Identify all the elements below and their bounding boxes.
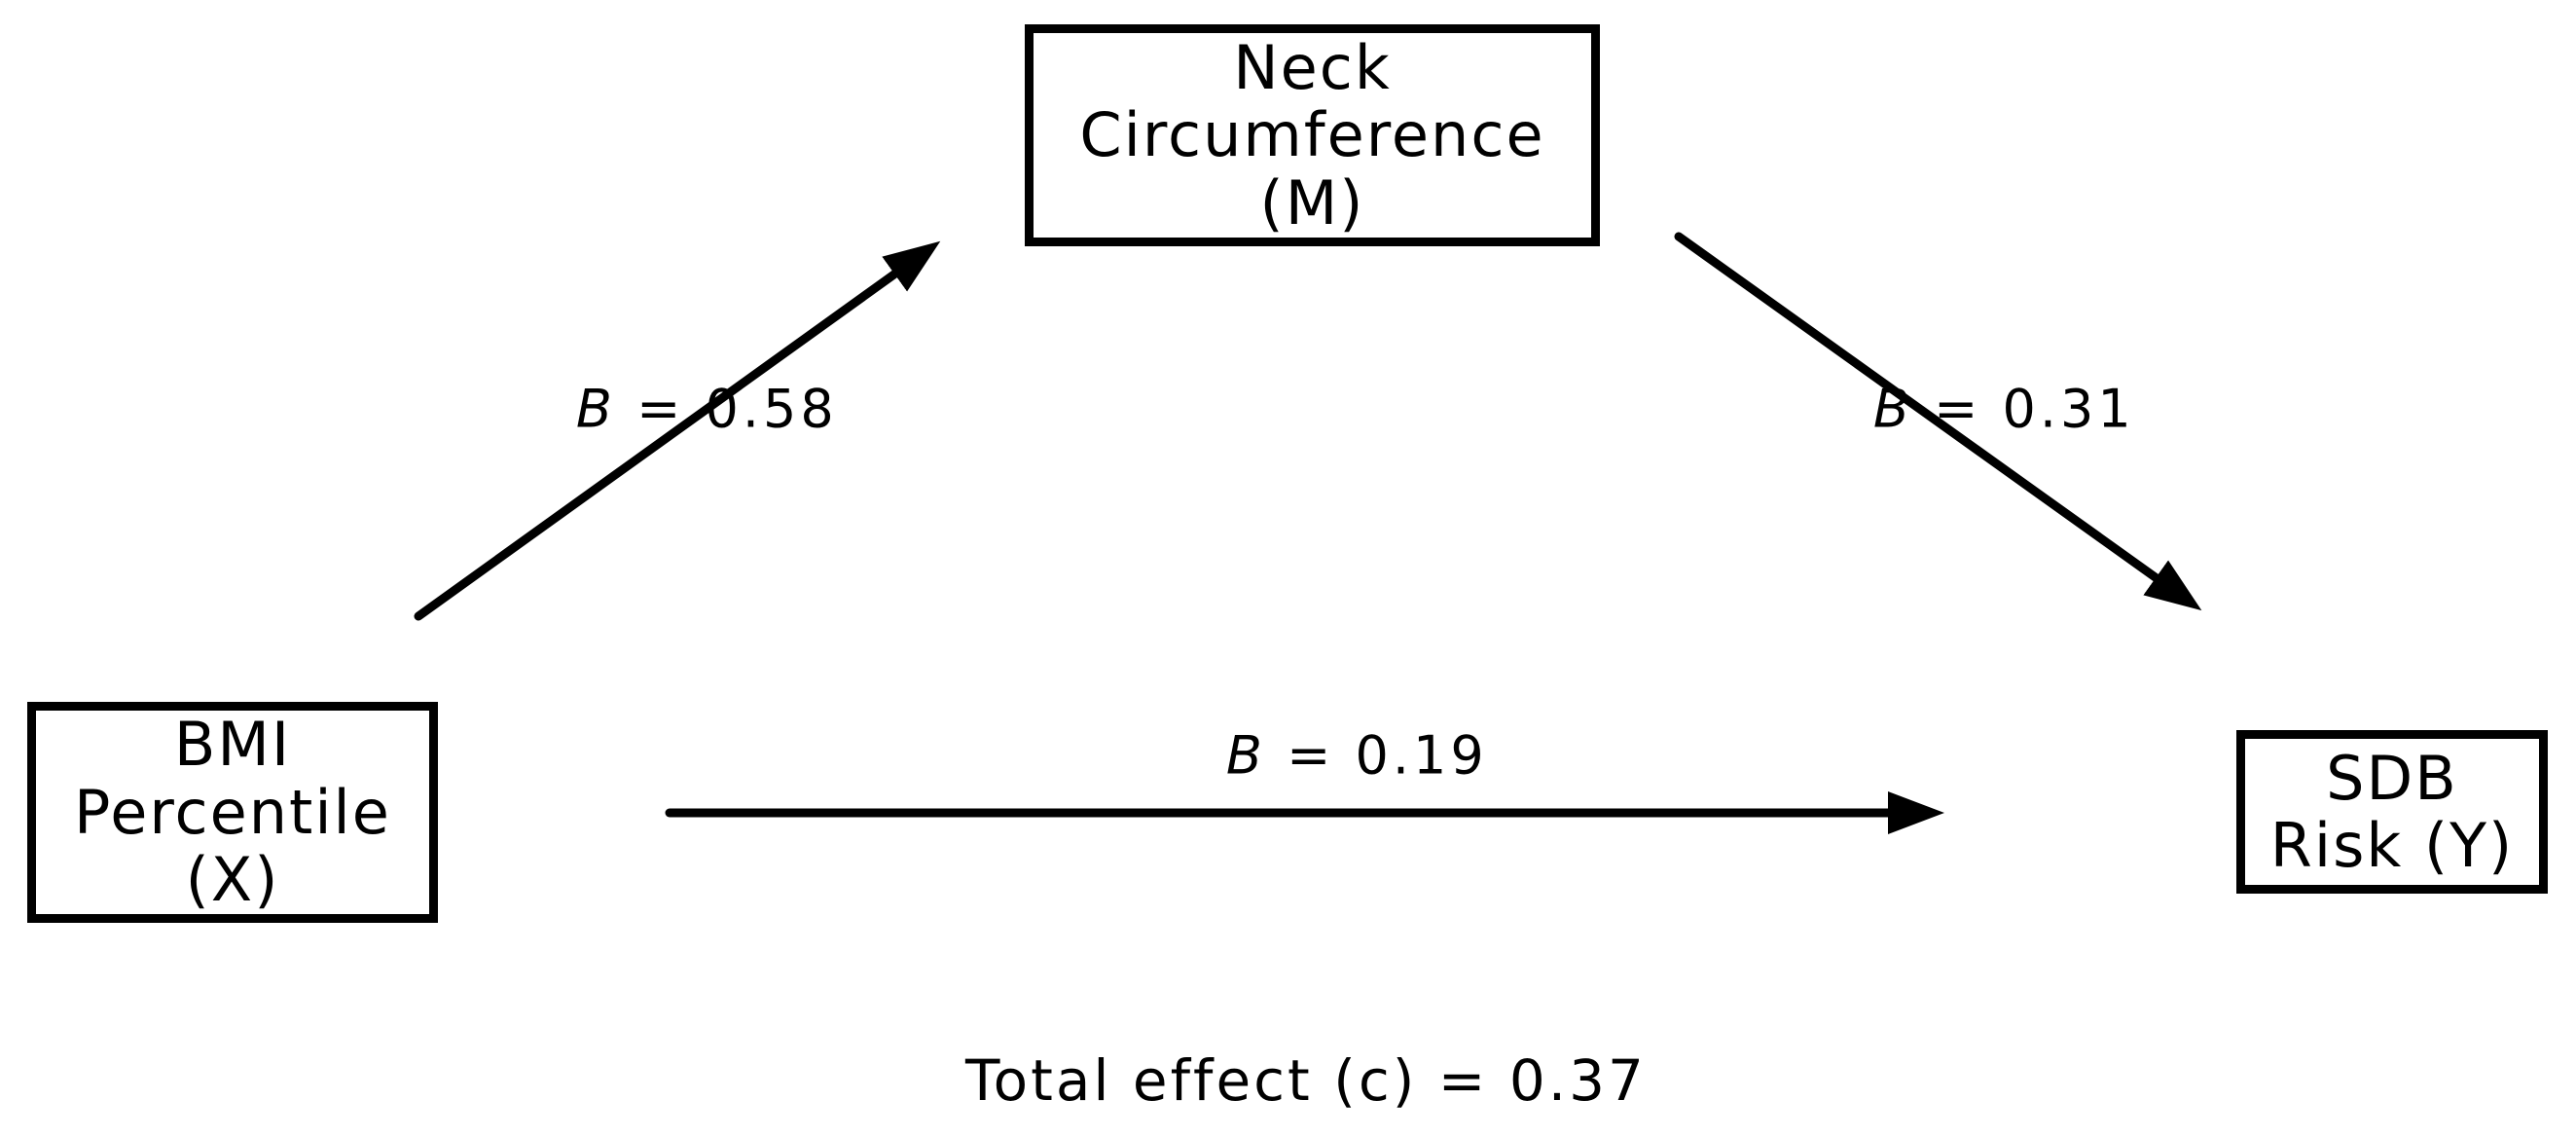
arrow-m-to-y-icon xyxy=(1674,232,2202,611)
coefficient-symbol: B xyxy=(1225,724,1266,787)
coefficient-symbol: B xyxy=(575,378,616,440)
node-mediator-label: Neck Circumference (M) xyxy=(1079,31,1545,238)
coefficient-value: = 0.58 xyxy=(615,378,838,440)
node-mediator: Neck Circumference (M) xyxy=(1025,24,1600,246)
coefficient-value: = 0.31 xyxy=(1912,378,2135,440)
node-predictor: BMI Percentile (X) xyxy=(27,702,438,923)
coefficient-value: = 0.19 xyxy=(1265,724,1488,787)
node-outcome-label: SDB Risk (Y) xyxy=(2269,742,2515,881)
node-outcome: SDB Risk (Y) xyxy=(2236,730,2548,894)
path-coefficient-m-to-y: B = 0.31 xyxy=(1791,317,2135,501)
node-predictor-label: BMI Percentile (X) xyxy=(74,709,391,916)
path-coefficient-x-to-y: B = 0.19 xyxy=(1143,664,1488,848)
total-effect-label: Total effect (c) = 0.37 xyxy=(965,1047,1647,1114)
coefficient-symbol: B xyxy=(1872,378,1913,440)
path-coefficient-x-to-m: B = 0.58 xyxy=(493,317,838,501)
arrow-x-to-m-icon xyxy=(414,240,941,621)
